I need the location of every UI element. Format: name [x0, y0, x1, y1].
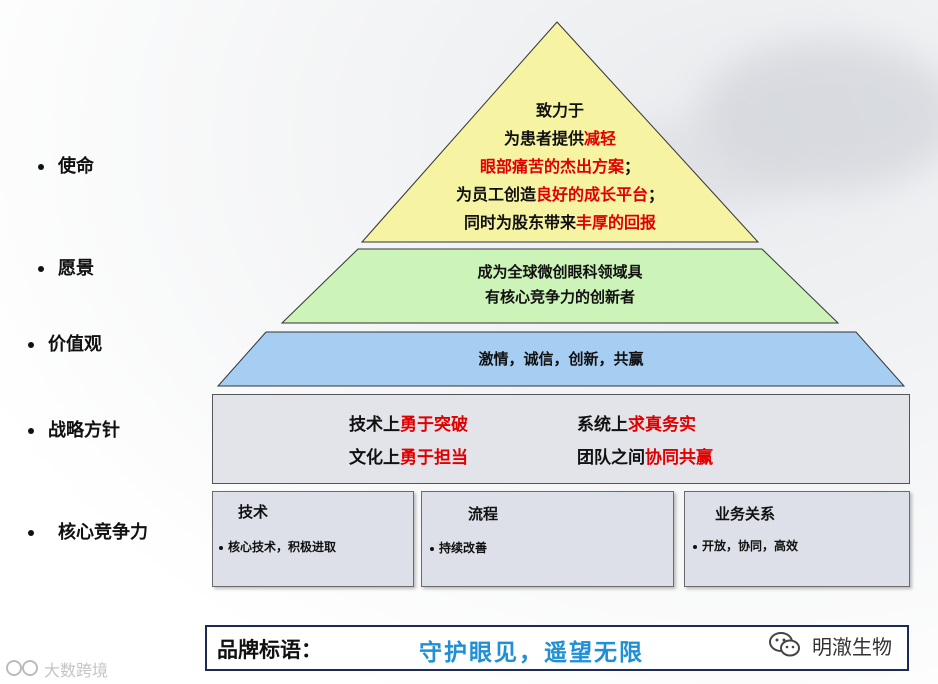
mission-text: 致力于 为患者提供减轻 眼部痛苦的杰出方案； 为员工创造良好的成长平台； 同时为…: [360, 97, 760, 237]
label-values: 价值观: [28, 330, 102, 356]
mission-line-2: 为患者提供减轻: [503, 129, 617, 148]
mission-line-5: 同时为股东带来丰厚的回报: [463, 213, 657, 232]
core-box-technology: 技术 核心技术，积极进取: [212, 491, 414, 587]
core-box-process: 流程 持续改善: [421, 491, 674, 587]
mission-tier: 致力于 为患者提供减轻 眼部痛苦的杰出方案； 为员工创造良好的成长平台； 同时为…: [360, 20, 760, 244]
core-box-item: 持续改善: [430, 539, 487, 556]
values-trapezoid: [216, 331, 906, 387]
mission-line-1: 致力于: [535, 101, 584, 120]
core-box-title: 技术: [238, 503, 269, 521]
vision-line-1: 成为全球微创眼科领域具: [477, 263, 643, 281]
core-box-business: 业务关系 开放，协同，高效: [684, 491, 910, 587]
strategy-box: 技术上勇于突破 系统上求真务实 文化上勇于担当 团队之间协同共赢: [212, 394, 910, 484]
values-text: 激情，诚信，创新，共赢: [478, 350, 644, 368]
slogan-bar: 品牌标语： 守护眼见，遥望无限: [205, 625, 909, 671]
label-core: 核心竞争力: [28, 518, 148, 544]
label-vision: 愿景: [38, 254, 94, 280]
wechat-name: 明澈生物: [812, 635, 892, 659]
values-tier: 激情，诚信，创新，共赢: [216, 331, 906, 387]
corner-logo-icon: [6, 660, 38, 676]
core-box-item: 核心技术，积极进取: [219, 538, 336, 555]
core-box-title: 流程: [468, 505, 499, 523]
mission-triangle: [360, 21, 760, 243]
mission-line-4: 为员工创造良好的成长平台；: [455, 185, 665, 204]
mission-line-3: 眼部痛苦的杰出方案；: [479, 157, 641, 176]
wechat-icon: [769, 632, 800, 657]
vision-trapezoid: [280, 248, 840, 324]
vision-text: 成为全球微创眼科领域具 有核心竞争力的创新者: [280, 260, 840, 310]
vision-line-2: 有核心竞争力的创新者: [484, 288, 635, 306]
corner-name: 大数跨境: [44, 661, 109, 680]
core-box-title: 业务关系: [715, 505, 776, 523]
vision-tier: 成为全球微创眼科领域具 有核心竞争力的创新者: [280, 248, 840, 324]
slogan-text: 守护眼见，遥望无限: [419, 640, 644, 666]
label-mission: 使命: [38, 152, 94, 178]
slogan-label: 品牌标语：: [217, 638, 322, 662]
label-strategy: 战略方针: [28, 416, 120, 442]
core-box-item: 开放，协同，高效: [693, 537, 798, 554]
